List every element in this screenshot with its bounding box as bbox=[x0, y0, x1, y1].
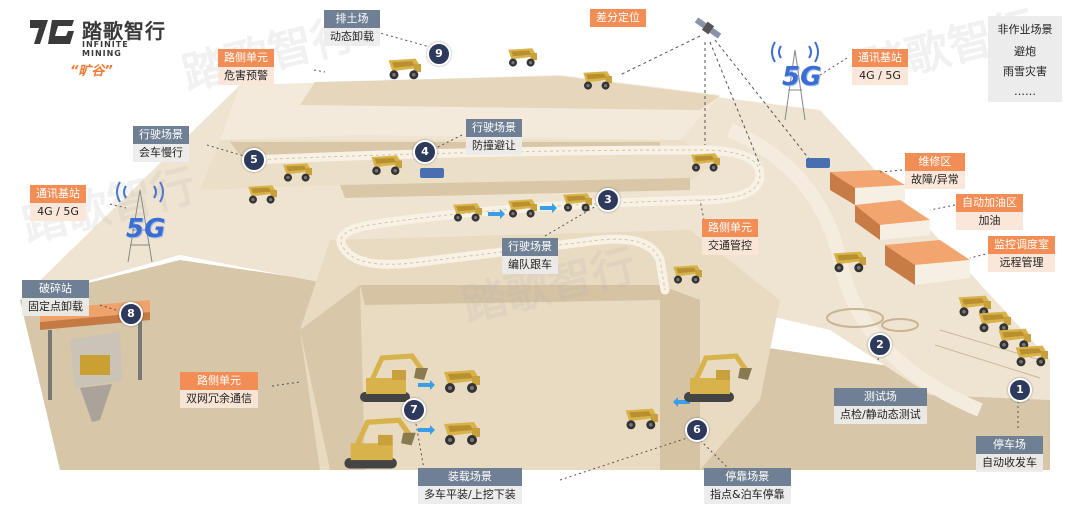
step-marker-3: 3 bbox=[596, 188, 620, 212]
mining-truck-icon bbox=[673, 265, 702, 284]
step-marker-6: 6 bbox=[685, 418, 709, 442]
label-dump-site: 排土场 动态卸载 bbox=[324, 10, 380, 46]
label-title: 通讯基站 bbox=[30, 185, 86, 203]
label-sub: 多车平装/上挖下装 bbox=[418, 486, 522, 504]
mining-truck-icon bbox=[563, 193, 592, 212]
label-title: 路侧单元 bbox=[702, 219, 758, 237]
mining-truck-icon bbox=[833, 251, 866, 273]
label-control-room: 监控调度室 远程管理 bbox=[988, 236, 1055, 272]
label-title: 路侧单元 bbox=[218, 49, 274, 67]
label-title: 行驶场景 bbox=[133, 126, 189, 144]
mining-truck-icon bbox=[453, 203, 482, 222]
non-operational-box: 非作业场景 避炮 雨雪灾害 …… bbox=[988, 16, 1062, 102]
label-title: 差分定位 bbox=[590, 9, 646, 27]
step-marker-1: 1 bbox=[1008, 378, 1032, 402]
mining-truck-icon bbox=[508, 48, 537, 67]
mining-truck-icon bbox=[625, 408, 658, 430]
label-sub: 交通管控 bbox=[702, 237, 758, 255]
label-title: 监控调度室 bbox=[988, 236, 1055, 254]
label-repair-area: 维修区 故障/异常 bbox=[905, 153, 965, 189]
mining-truck-icon bbox=[508, 199, 537, 218]
label-title: 通讯基站 bbox=[852, 49, 908, 67]
label-sub: 固定点卸载 bbox=[22, 298, 89, 316]
mining-truck-icon bbox=[444, 422, 480, 445]
label-sub: 危害预警 bbox=[218, 67, 274, 85]
label-fuel-area: 自动加油区 加油 bbox=[956, 194, 1023, 230]
label-base-station: 通讯基站 4G / 5G bbox=[852, 49, 908, 85]
excavator-icon bbox=[344, 417, 416, 469]
mining-truck-icon bbox=[978, 311, 1011, 333]
label-title: 停车场 bbox=[976, 436, 1043, 454]
step-marker-9: 9 bbox=[427, 42, 451, 66]
label-title: 装载场景 bbox=[418, 468, 522, 486]
mining-truck-icon bbox=[691, 153, 720, 172]
label-title: 排土场 bbox=[324, 10, 380, 28]
step-marker-8: 8 bbox=[119, 302, 143, 326]
label-drive-collision-avoid: 行驶场景 防撞避让 bbox=[466, 119, 522, 155]
step-marker-4: 4 bbox=[413, 140, 437, 164]
label-sub: 防撞避让 bbox=[466, 137, 522, 155]
label-sub: 自动收发车 bbox=[976, 454, 1043, 472]
mining-truck-icon bbox=[248, 185, 277, 204]
label-sub: 远程管理 bbox=[988, 254, 1055, 272]
label-sub: 动态卸载 bbox=[324, 28, 380, 46]
logo-name-en: INFINITE MINING bbox=[82, 40, 129, 58]
label-sub: 故障/异常 bbox=[905, 171, 965, 189]
non-operational-title: 非作业场景 bbox=[997, 23, 1053, 36]
5g-icon: 5G bbox=[782, 62, 822, 92]
label-title: 自动加油区 bbox=[956, 194, 1023, 212]
mining-truck-icon bbox=[371, 155, 402, 175]
label-base-station: 通讯基站 4G / 5G bbox=[30, 185, 86, 221]
label-docking: 停靠场景 指点&泊车停靠 bbox=[704, 468, 791, 504]
label-title: 破碎站 bbox=[22, 280, 89, 298]
label-sub: 会车慢行 bbox=[133, 144, 189, 162]
label-title: 路侧单元 bbox=[180, 372, 258, 390]
label-sub: 编队跟车 bbox=[502, 256, 558, 274]
label-roadside-hazard: 路侧单元 危害预警 bbox=[218, 49, 274, 85]
company-logo: 踏歌智行 INFINITE MINING bbox=[20, 10, 170, 58]
label-sub: 4G / 5G bbox=[30, 203, 86, 221]
diagram-subtitle: “旷谷” bbox=[70, 64, 113, 79]
label-sub: 点检/静动态测试 bbox=[834, 406, 927, 424]
non-operational-item: 雨雪灾害 bbox=[1003, 65, 1047, 78]
step-marker-5: 5 bbox=[242, 148, 266, 172]
label-drive-platoon: 行驶场景 编队跟车 bbox=[502, 238, 558, 274]
label-differential-positioning: 差分定位 bbox=[590, 9, 646, 27]
mining-truck-icon bbox=[1015, 345, 1048, 367]
excavator-icon bbox=[360, 353, 428, 402]
label-crusher-station: 破碎站 固定点卸载 bbox=[22, 280, 89, 316]
non-operational-item: 避炮 bbox=[1014, 45, 1036, 58]
logo-name-cn: 踏歌智行 bbox=[82, 19, 166, 43]
mining-truck-icon bbox=[444, 370, 480, 393]
excavator-icon bbox=[684, 353, 752, 402]
label-title: 测试场 bbox=[834, 388, 927, 406]
logo-mark-icon bbox=[30, 20, 74, 44]
label-roadside-traffic: 路侧单元 交通管控 bbox=[702, 219, 758, 255]
non-operational-item: …… bbox=[1014, 85, 1036, 98]
label-loading: 装载场景 多车平装/上挖下装 bbox=[418, 468, 522, 504]
label-drive-slow-pass: 行驶场景 会车慢行 bbox=[133, 126, 189, 162]
mining-truck-icon bbox=[583, 71, 612, 90]
label-sub: 4G / 5G bbox=[852, 67, 908, 85]
mining-truck-icon bbox=[388, 58, 421, 80]
label-title: 停靠场景 bbox=[704, 468, 791, 486]
label-parking: 停车场 自动收发车 bbox=[976, 436, 1043, 472]
label-sub: 加油 bbox=[956, 212, 1023, 230]
label-sub: 指点&泊车停靠 bbox=[704, 486, 791, 504]
label-title: 行驶场景 bbox=[466, 119, 522, 137]
step-marker-2: 2 bbox=[868, 333, 892, 357]
step-marker-7: 7 bbox=[402, 398, 426, 422]
5g-icon: 5G bbox=[126, 214, 166, 244]
label-sub: 双网冗余通信 bbox=[180, 390, 258, 408]
mining-truck-icon bbox=[283, 163, 312, 182]
label-title: 行驶场景 bbox=[502, 238, 558, 256]
label-title: 维修区 bbox=[905, 153, 965, 171]
label-test-field: 测试场 点检/静动态测试 bbox=[834, 388, 927, 424]
label-roadside-dual-network: 路侧单元 双网冗余通信 bbox=[180, 372, 258, 408]
